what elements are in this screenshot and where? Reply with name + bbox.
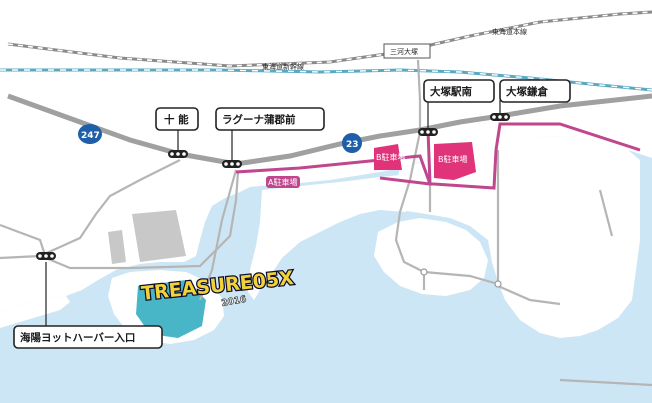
stop-otsuka-ekiminami-box — [423, 79, 495, 103]
stop-laguna-label-box — [215, 107, 325, 131]
parking-a-badge — [266, 176, 300, 188]
access-route — [235, 122, 641, 190]
building — [108, 230, 126, 264]
stop-kaiyo-entrance-label: 海陽ヨットハーバー入口 — [20, 331, 135, 344]
island — [374, 218, 488, 296]
route-247-shield — [78, 124, 102, 144]
bus-stop-marker — [168, 150, 188, 158]
route-23-label: 23 — [346, 140, 359, 150]
parking-a-label: A駐車場 — [268, 177, 297, 187]
stop-jyunou-label-box — [155, 107, 199, 131]
junction-dot — [494, 280, 502, 288]
route-23-shield — [342, 133, 362, 153]
stop-laguna-label: ラグーナ蒲郡前 — [222, 113, 296, 126]
shinkansen-label: 東海道新幹線 — [262, 62, 304, 71]
parking-b1 — [374, 144, 402, 170]
stop-kaiyo-entrance-box — [13, 325, 163, 349]
stop-otsuka-kamakura-label: 大塚鎌倉 — [506, 85, 548, 98]
junction-dot — [420, 268, 428, 276]
route-247-label: 247 — [81, 131, 100, 141]
stop-jyunou-label: 十 能 — [164, 113, 189, 126]
venue-area — [136, 280, 206, 338]
mikawa-otsuka-box — [383, 43, 431, 59]
bus-stop-marker — [418, 128, 438, 136]
sw-shore — [0, 296, 70, 328]
tokaido-main-line-label: 東海道本線 — [492, 27, 527, 36]
bus-stop-marker — [490, 113, 510, 121]
parking-b1-label: B駐車場 — [376, 152, 406, 162]
bus-stop-marker — [222, 160, 242, 168]
bus-stop-marker — [36, 252, 56, 260]
logo-year: 2016 — [221, 295, 247, 309]
stop-otsuka-kamakura-box — [499, 79, 571, 103]
stop-otsuka-ekiminami-label: 大塚駅南 — [430, 85, 472, 98]
middle-land — [248, 175, 406, 300]
mikawa-otsuka-label: 三河大塚 — [390, 47, 418, 56]
building — [132, 210, 186, 262]
parking-b2 — [434, 142, 476, 180]
parking-b2-label: B駐車場 — [438, 154, 468, 164]
